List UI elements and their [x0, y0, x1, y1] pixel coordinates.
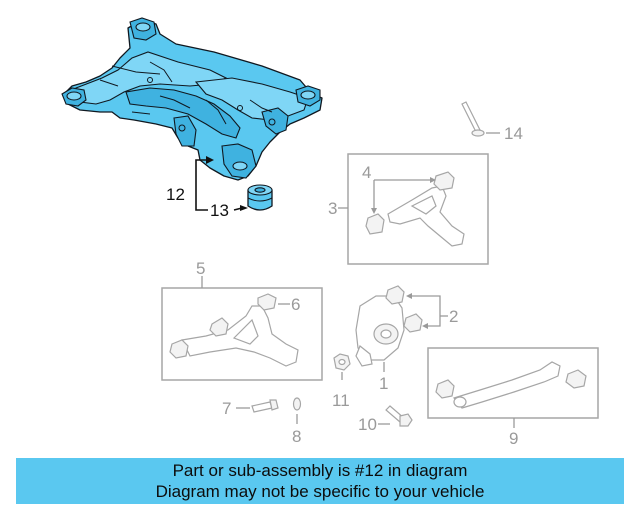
lower-control-arm — [169, 293, 299, 367]
callout-4-leader — [371, 177, 436, 214]
info-banner: Part or sub-assembly is #12 in diagram D… — [16, 458, 624, 504]
bolt-10 — [385, 405, 413, 427]
group-box-5 — [161, 287, 323, 381]
callout-6: 6 — [291, 295, 300, 314]
callout-5: 5 — [196, 259, 205, 278]
callout-3: 3 — [328, 199, 337, 218]
callout-2-leader — [406, 293, 448, 329]
callout-7: 7 — [222, 399, 231, 418]
callout-13-leader — [233, 205, 248, 211]
subframe-bushing[interactable] — [247, 184, 273, 211]
callout-9: 9 — [509, 429, 518, 448]
upper-control-arm — [365, 171, 465, 247]
knuckle-bushings — [385, 285, 423, 333]
bolt-7 — [251, 399, 279, 413]
group-box-9 — [427, 347, 599, 419]
lateral-link — [435, 361, 587, 409]
callout-10: 10 — [358, 415, 377, 434]
washer-8 — [292, 397, 302, 411]
banner-line-1: Part or sub-assembly is #12 in diagram — [172, 461, 468, 480]
callout-13: 13 — [210, 201, 229, 220]
nut-11 — [333, 353, 351, 371]
callout-1: 1 — [379, 374, 388, 393]
callout-2: 2 — [449, 307, 458, 326]
callout-8: 8 — [292, 427, 301, 446]
callout-12: 12 — [166, 185, 185, 204]
group-box-3 — [347, 153, 489, 265]
callout-11: 11 — [332, 391, 350, 410]
callout-14: 14 — [504, 124, 523, 143]
callout-4: 4 — [362, 163, 371, 182]
callout-12-leader — [195, 156, 214, 211]
subframe-crossmember[interactable] — [61, 17, 323, 181]
knuckle — [355, 295, 405, 367]
bolt-14 — [461, 101, 500, 137]
banner-line-2: Diagram may not be specific to your vehi… — [155, 482, 485, 501]
